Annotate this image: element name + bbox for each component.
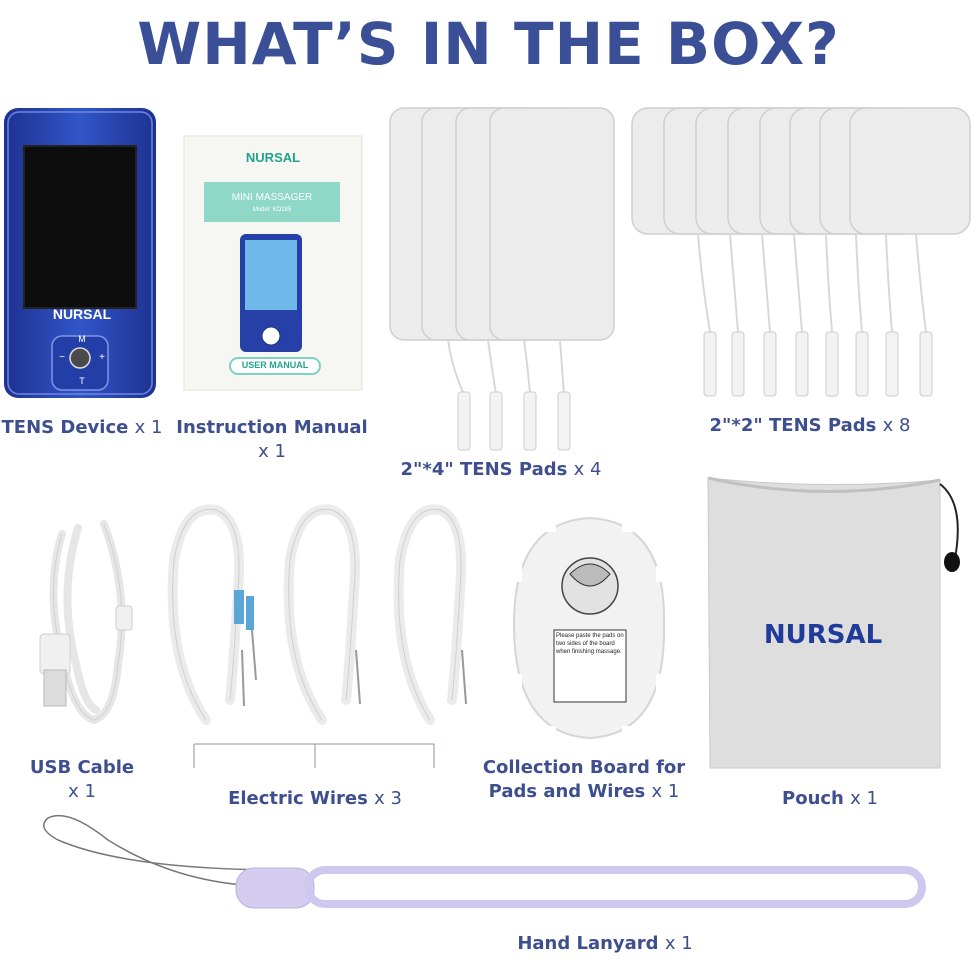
large-pads-image — [389, 107, 615, 451]
manual-model: Model: KO185 — [252, 207, 292, 213]
hand-lanyard-label: Hand Lanyard x 1 — [517, 933, 693, 954]
device-button-plus: + — [99, 352, 105, 363]
device-button-m: M — [78, 334, 86, 344]
page-title: WHAT’S IN THE BOX? — [137, 10, 840, 78]
usb-cable-label: USB Cable x 1 — [29, 757, 135, 802]
manual-label: Instruction Manual x 1 — [176, 417, 368, 462]
small-pads-image — [631, 107, 971, 397]
manual-brand: NURSAL — [245, 150, 301, 165]
device-button-t: T — [79, 376, 85, 386]
large-pads-label: 2"*4" TENS Pads x 4 — [400, 459, 602, 480]
usb-cable-image — [39, 520, 133, 725]
collection-board-image — [506, 514, 672, 744]
electric-wires-label: Electric Wires x 3 — [228, 788, 402, 809]
collection-board-label: Collection Board for Pads and Wires x 1 — [482, 757, 686, 802]
small-pads-label: 2"*2" TENS Pads x 8 — [709, 415, 911, 436]
pouch-label: Pouch x 1 — [782, 788, 878, 809]
pouch-brand: NURSAL — [763, 620, 883, 650]
device-button-minus: − — [59, 352, 65, 363]
manual-product: MINI MASSAGER — [231, 192, 313, 203]
manual-badge: USER MANUAL — [241, 360, 309, 370]
tens-device-image — [4, 108, 156, 398]
manual-image — [183, 135, 363, 391]
hand-lanyard-image — [43, 814, 926, 909]
board-note: Please paste the pads on two sides of th… — [556, 633, 624, 655]
device-brand: NURSAL — [52, 306, 112, 322]
electric-wires-image — [167, 504, 467, 768]
tens-device-label: TENS Device x 1 — [1, 417, 163, 438]
pouch-image — [707, 476, 960, 769]
